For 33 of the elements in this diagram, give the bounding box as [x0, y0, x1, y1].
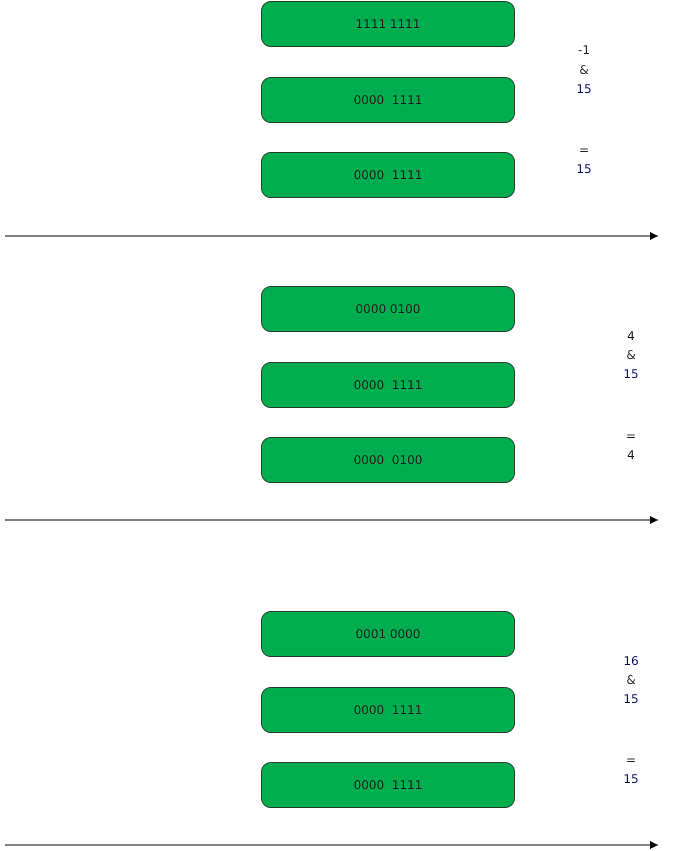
- operation-text: &: [625, 348, 637, 362]
- value-box: [261, 77, 515, 123]
- binary-value: 0000 0100: [356, 302, 420, 316]
- operation-text: 15: [622, 772, 640, 786]
- operation-text: 15: [622, 367, 640, 381]
- binary-value: 0000 1111: [354, 778, 422, 792]
- binary-value: 1111 1111: [356, 17, 420, 31]
- operation-text: &: [578, 63, 590, 77]
- operation-text: =: [624, 753, 638, 767]
- operation-text: 15: [622, 692, 640, 706]
- binary-value: 0000 1111: [354, 93, 422, 107]
- binary-value: 0000 1111: [354, 168, 422, 182]
- binary-value: 0000 1111: [354, 703, 422, 717]
- value-box: [261, 286, 515, 332]
- operation-text: &: [625, 673, 637, 687]
- value-box: [261, 1, 515, 47]
- value-box: [261, 611, 515, 657]
- binary-value: 0000 1111: [354, 378, 422, 392]
- operation-text: -1: [577, 43, 591, 57]
- operation-text: 4: [626, 329, 636, 343]
- binary-value: 0000 0100: [354, 453, 422, 467]
- binary-value: 0001 0000: [356, 627, 420, 641]
- operation-text: =: [578, 143, 590, 157]
- value-box: [261, 152, 515, 198]
- value-box: [261, 437, 515, 483]
- value-box: [261, 687, 515, 733]
- operation-text: =: [624, 429, 638, 443]
- operation-text: 4: [626, 448, 636, 462]
- operation-text: 15: [575, 162, 593, 176]
- operation-text: 16: [622, 654, 640, 668]
- value-box: [261, 762, 515, 808]
- value-box: [261, 362, 515, 408]
- operation-text: 15: [575, 82, 593, 96]
